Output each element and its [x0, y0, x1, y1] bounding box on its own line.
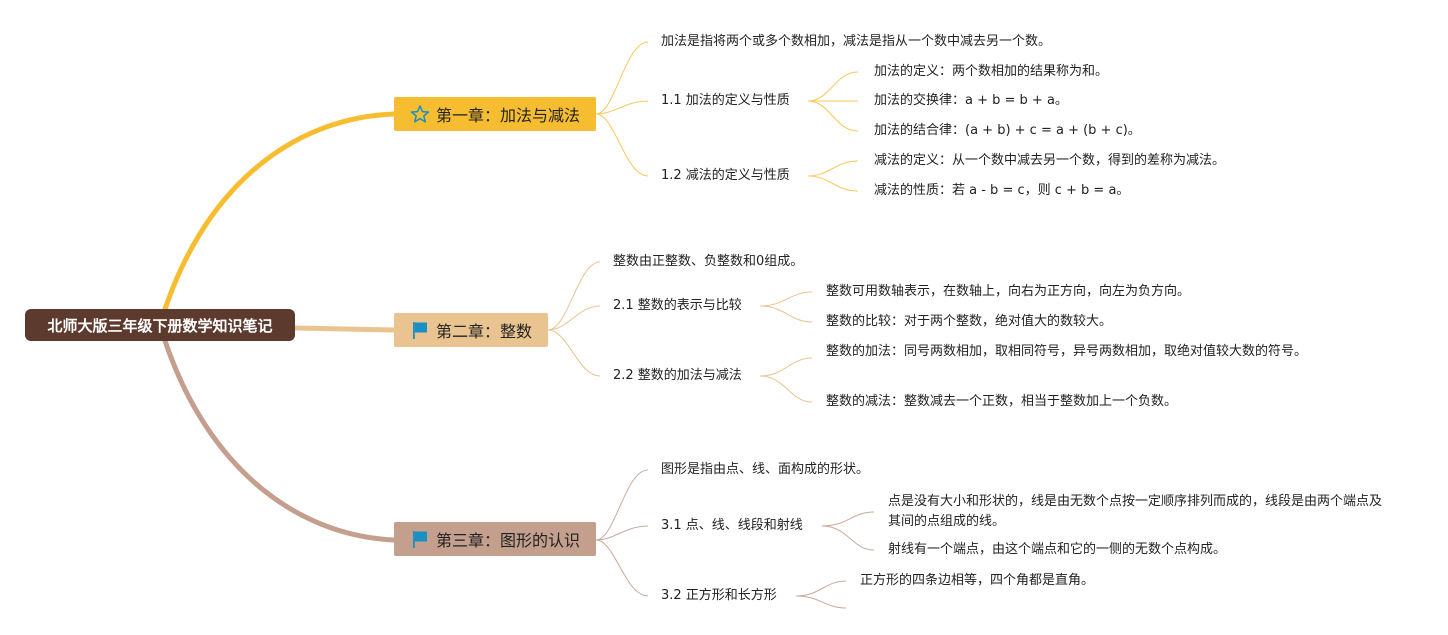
chapter-3-node[interactable]: 第三章：图形的认识 — [394, 522, 596, 556]
section-1-1-item: 加法的结合律：(a + b) + c = a + (b + c)。 — [874, 123, 1141, 138]
section-2-1-item: 整数的比较：对于两个整数，绝对值大的数较大。 — [826, 314, 1113, 329]
chapter-2-title: 第二章：整数 — [436, 322, 533, 341]
section-3-1-title[interactable]: 3.1 点、线、线段和射线 — [661, 518, 803, 533]
chapter-2-intro: 整数由正整数、负整数和0组成。 — [613, 254, 804, 269]
chapter-3-intro: 图形是指由点、线、面构成的形状。 — [661, 462, 870, 477]
section-2-1-item: 整数可用数轴表示，在数轴上，向右为正方向，向左为负方向。 — [826, 284, 1191, 299]
section-2-2-item: 整数的加法：同号两数相加，取相同符号，异号两数相加，取绝对值较大数的符号。 — [826, 344, 1308, 359]
chapter-2-node[interactable]: 第二章：整数 — [394, 313, 548, 347]
section-2-2-title[interactable]: 2.2 整数的加法与减法 — [613, 368, 742, 383]
section-1-2-item: 减法的性质：若 a - b = c，则 c + b = a。 — [874, 183, 1130, 198]
section-1-1-title[interactable]: 1.1 加法的定义与性质 — [661, 93, 790, 108]
section-3-1-item: 点是没有大小和形状的，线是由无数个点按一定顺序排列而成的，线段是由两个端点及其间… — [888, 494, 1383, 529]
chapter-1-title: 第一章：加法与减法 — [436, 106, 581, 125]
flag-icon — [410, 529, 430, 549]
section-3-2-title[interactable]: 3.2 正方形和长方形 — [661, 588, 777, 603]
chapter-3-title: 第三章：图形的认识 — [436, 531, 581, 550]
root-title: 北师大版三年级下册数学知识笔记 — [47, 316, 273, 335]
section-1-1-item: 加法的交换律：a + b = b + a。 — [874, 93, 1068, 108]
chapter-1-intro: 加法是指将两个或多个数相加，减法是指从一个数中减去另一个数。 — [661, 34, 1052, 49]
root-to-chapter3-link — [157, 322, 397, 543]
section-1-1-item: 加法的定义：两个数相加的结果称为和。 — [874, 64, 1109, 79]
section-3-2-item: 正方形的四条边相等，四个角都是直角。 — [860, 573, 1095, 588]
flag-icon — [410, 320, 430, 340]
chapter-1-node[interactable]: 第一章：加法与减法 — [394, 97, 596, 131]
star-icon — [410, 104, 430, 124]
section-2-1-title[interactable]: 2.1 整数的表示与比较 — [613, 298, 742, 313]
root-to-chapter1-link — [157, 111, 397, 328]
root-node[interactable]: 北师大版三年级下册数学知识笔记 — [25, 309, 295, 341]
section-3-1-item: 射线有一个端点，由这个端点和它的一侧的无数个点构成。 — [888, 542, 1227, 557]
root-to-chapter2-link — [294, 325, 395, 333]
section-1-2-title[interactable]: 1.2 减法的定义与性质 — [661, 168, 790, 183]
section-2-2-item: 整数的减法：整数减去一个正数，相当于整数加上一个负数。 — [826, 394, 1178, 409]
section-1-2-item: 减法的定义：从一个数中减去另一个数，得到的差称为减法。 — [874, 153, 1226, 168]
